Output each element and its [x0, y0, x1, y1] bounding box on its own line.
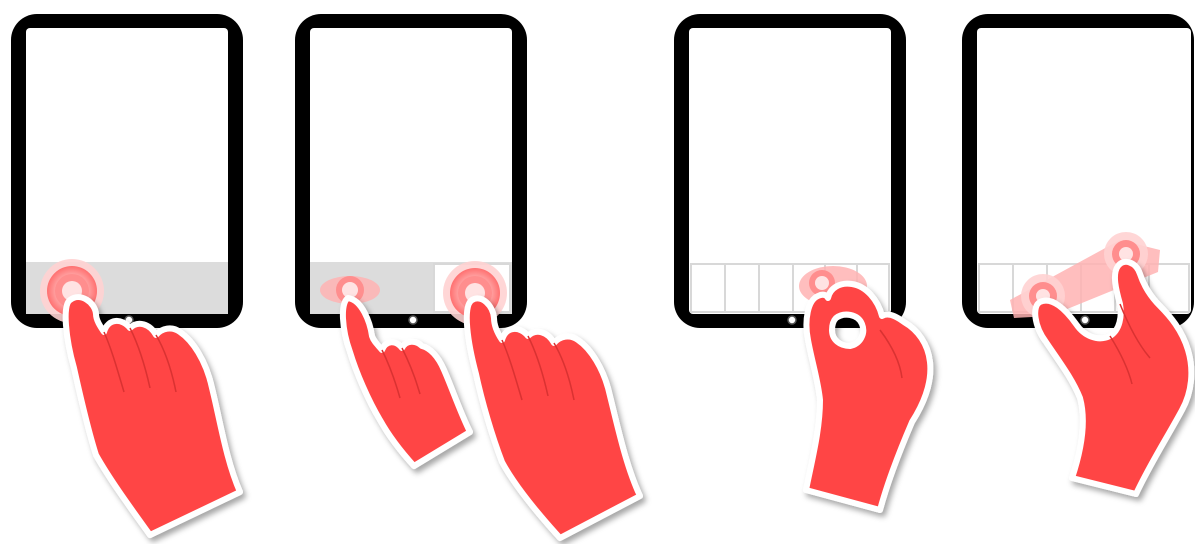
home-button-icon[interactable] — [409, 316, 417, 324]
strip-cell[interactable] — [979, 264, 1013, 312]
panel-2 — [295, 14, 640, 538]
strip-cell[interactable] — [725, 264, 759, 312]
panel-1 — [11, 14, 243, 535]
strip-cell[interactable] — [691, 264, 725, 312]
panel-3 — [674, 14, 930, 510]
tablet — [674, 14, 906, 328]
hand-icon — [467, 298, 640, 538]
hand-icon — [66, 297, 240, 535]
strip-cell[interactable] — [759, 264, 793, 312]
home-button-icon[interactable] — [788, 316, 796, 324]
home-button-icon[interactable] — [1081, 316, 1089, 324]
hand-icon — [806, 284, 930, 510]
panel-4 — [962, 14, 1194, 494]
